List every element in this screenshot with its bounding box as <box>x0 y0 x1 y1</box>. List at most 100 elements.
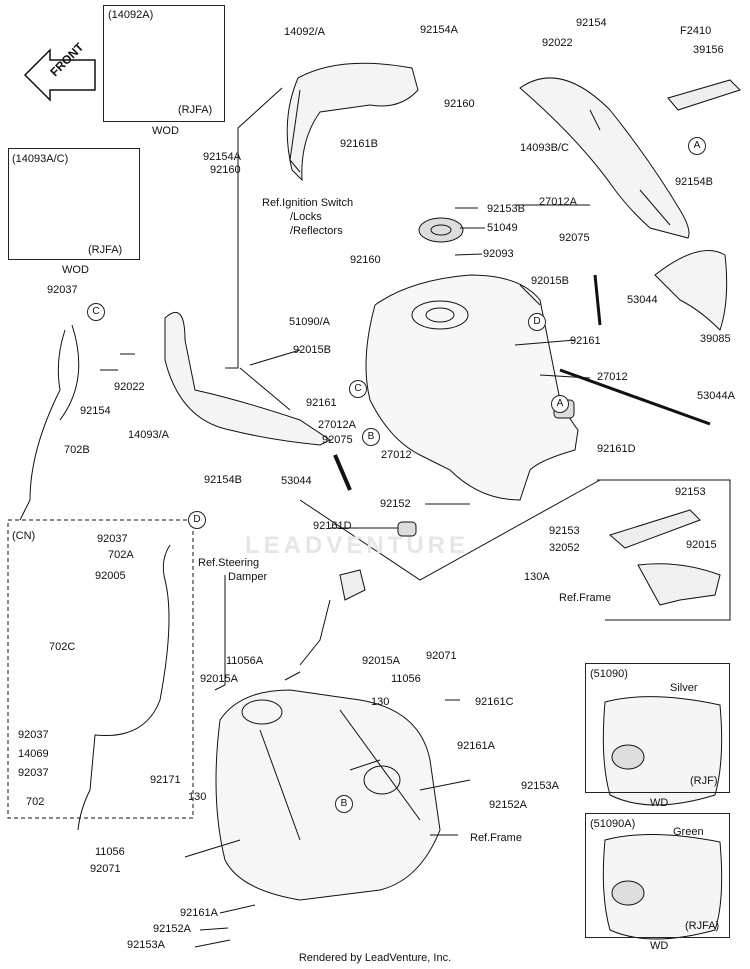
part-label: 92161 <box>570 335 601 347</box>
part-label: Ref.Ignition Switch <box>262 197 354 209</box>
part-label: /Reflectors <box>290 225 343 237</box>
part-label: 27012 <box>597 371 628 383</box>
part-label: 92015 <box>686 539 717 551</box>
part-label: 14093B/C <box>520 142 569 154</box>
part-label: 92075 <box>559 232 590 244</box>
part-label: 92005 <box>95 570 126 582</box>
inset-box-14093ac-code: (14093A/C) <box>12 153 69 165</box>
inset-box-14092a-code: (14092A) <box>108 9 154 21</box>
part-label: 11056A <box>226 655 264 667</box>
inset-box-51090a-caption: WD <box>650 940 669 952</box>
part-label: 92161A <box>457 740 495 752</box>
part-label: 11056 <box>95 846 125 858</box>
part-label: 32052 <box>549 542 580 554</box>
callout-a: A <box>551 395 569 413</box>
part-label: 92161A <box>180 907 218 919</box>
part-label: 702 <box>26 796 45 808</box>
part-label: 14069 <box>18 748 49 760</box>
watermark: LEADVENTURE <box>245 532 470 559</box>
part-label: 92071 <box>426 650 457 662</box>
inset-box-51090-variant: (RJF) <box>690 775 718 787</box>
part-label: 53044 <box>281 475 312 487</box>
part-label: /Locks <box>290 211 322 223</box>
callout-d: D <box>528 313 546 331</box>
part-label: 92037 <box>97 533 128 545</box>
part-label: 130 <box>371 696 390 708</box>
part-label: 92171 <box>150 774 181 786</box>
part-label: 27012A <box>539 196 577 208</box>
part-label: 92161 <box>306 397 337 409</box>
part-label: 92015A <box>200 673 238 685</box>
part-label: 51049 <box>487 222 518 234</box>
part-label: 92037 <box>18 729 49 741</box>
part-label: 92015A <box>362 655 400 667</box>
part-label: 92154A <box>203 151 241 163</box>
callout-c: C <box>87 303 105 321</box>
part-label: 92153 <box>675 486 706 498</box>
part-label: 92154A <box>420 24 458 36</box>
part-label: 92153 <box>549 525 580 537</box>
inset-box-51090-code: (51090) <box>590 668 628 680</box>
part-label: 39085 <box>700 333 731 345</box>
part-label: 130 <box>188 791 207 803</box>
part-label: 92153B <box>487 203 525 215</box>
part-label: 14092/A <box>284 26 325 38</box>
part-label: 92152A <box>153 923 191 935</box>
callout-b: B <box>362 428 380 446</box>
part-label: 92022 <box>542 37 573 49</box>
part-label: 27012A <box>318 419 356 431</box>
part-label: 92153A <box>127 939 165 951</box>
part-label: 39156 <box>693 44 724 56</box>
part-label: 92154B <box>204 474 242 486</box>
part-label: F2410 <box>680 25 712 37</box>
inset-box-51090a-color: Green <box>673 826 704 838</box>
inset-box-51090 <box>585 663 730 793</box>
inset-box-51090-caption: WD <box>650 797 669 809</box>
part-label: 130A <box>524 571 550 583</box>
part-label: 702A <box>108 549 134 561</box>
part-label: 53044 <box>627 294 658 306</box>
part-label: Ref.Steering <box>198 557 260 569</box>
part-label: 92093 <box>483 248 514 260</box>
inset-box-51090a-code: (51090A) <box>590 818 636 830</box>
inset-box-14093ac-caption: WOD <box>62 264 89 276</box>
part-label: 92071 <box>90 863 121 875</box>
part-label: 92015B <box>531 275 569 287</box>
part-label: 92161D <box>597 443 636 455</box>
inset-box-14092a-variant: (RJFA) <box>178 104 213 116</box>
part-label: 92037 <box>47 284 78 296</box>
callout-a: A <box>688 137 706 155</box>
front-arrow-icon <box>23 48 96 102</box>
part-label: 92161B <box>340 138 378 150</box>
part-label: 92160 <box>444 98 475 110</box>
part-label: Ref.Frame <box>559 592 611 604</box>
callout-c: C <box>349 380 367 398</box>
part-label: 92161D <box>313 520 352 532</box>
inset-box-14093ac <box>8 148 140 260</box>
part-label: 14093/A <box>128 429 169 441</box>
callout-d: D <box>188 511 206 529</box>
part-label: 92152A <box>489 799 527 811</box>
footer-credit: Rendered by LeadVenture, Inc. <box>298 952 452 964</box>
inset-box-14092a <box>103 5 225 122</box>
inset-box-51090a-variant: (RJFA) <box>685 920 720 932</box>
inset-box-14092a-caption: WOD <box>152 125 179 137</box>
inset-box-14093ac-variant: (RJFA) <box>88 244 123 256</box>
part-label: 92160 <box>350 254 381 266</box>
part-label: 92160 <box>210 164 241 176</box>
part-label: 92154B <box>675 176 713 188</box>
part-label: 702B <box>64 444 90 456</box>
part-label: 11056 <box>391 673 421 685</box>
part-label: 92075 <box>322 434 353 446</box>
part-label: Ref.Frame <box>470 832 522 844</box>
part-label: 92154 <box>576 17 607 29</box>
inset-box-51090a <box>585 813 730 938</box>
part-label: 92152 <box>380 498 411 510</box>
part-label: 92022 <box>114 381 145 393</box>
part-label: 51090/A <box>289 316 330 328</box>
part-label: 92154 <box>80 405 111 417</box>
part-label: 27012 <box>381 449 412 461</box>
part-label: 92037 <box>18 767 49 779</box>
part-label: 92153A <box>521 780 559 792</box>
